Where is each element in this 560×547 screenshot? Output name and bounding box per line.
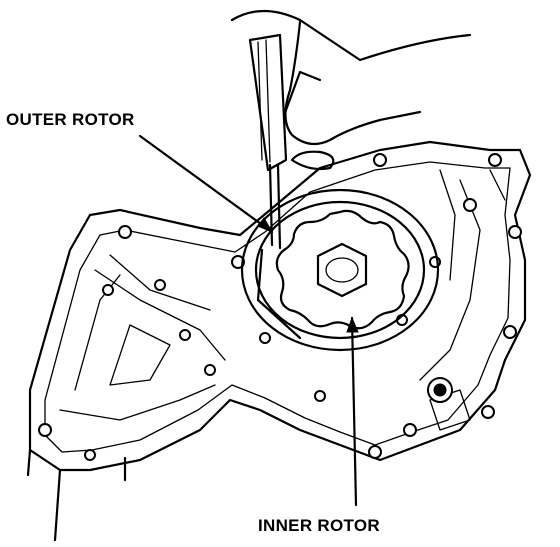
outer-rotor-label: OUTER ROTOR (6, 110, 135, 129)
bolt-holes (38, 153, 522, 461)
inner-rotor-label: INNER ROTOR (258, 516, 380, 535)
pump-housing (26, 140, 532, 542)
callout-lines (138, 134, 359, 507)
outer-rotor (240, 188, 440, 352)
inner-rotor (275, 209, 410, 330)
